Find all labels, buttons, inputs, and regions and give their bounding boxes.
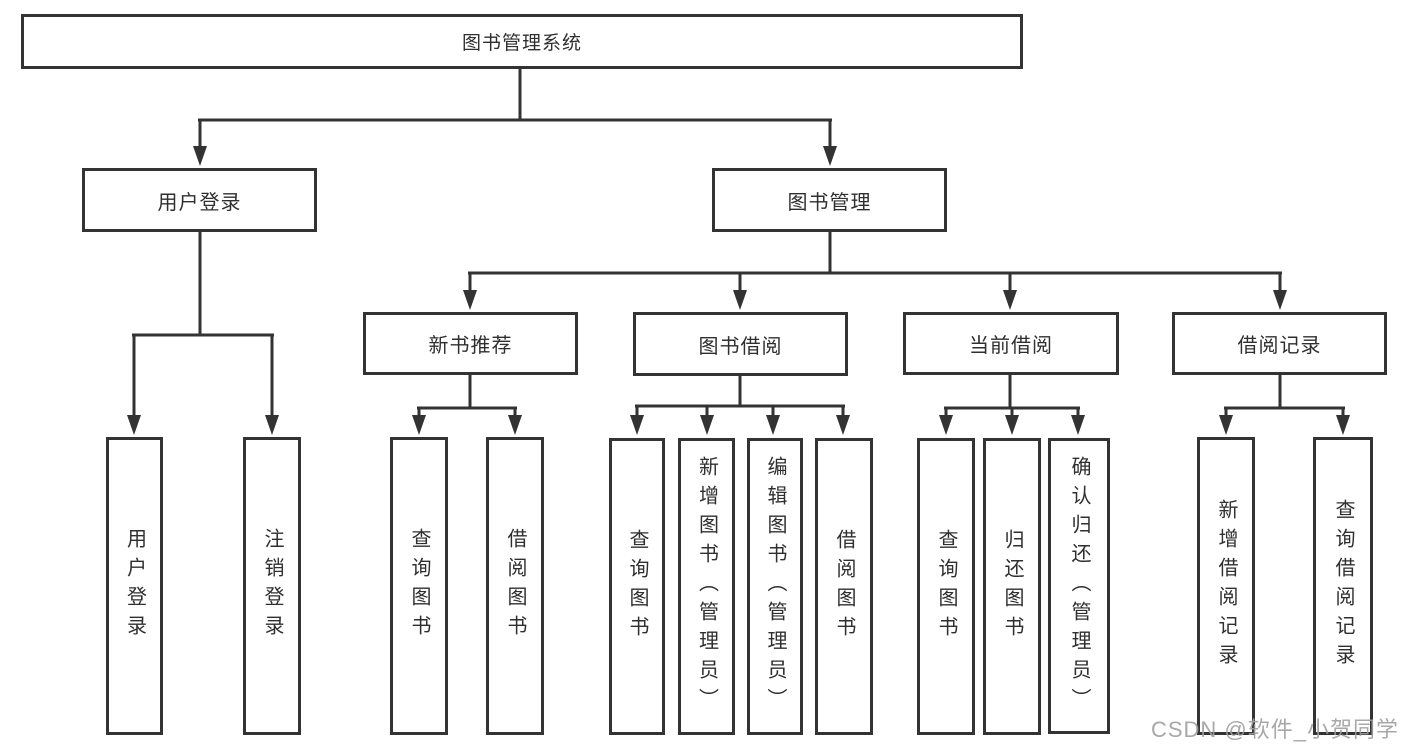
node-new-book-recommend: 新书推荐 bbox=[363, 312, 578, 375]
node-book-management: 图书管理 bbox=[712, 168, 947, 232]
leaf-borrow-books-1: 借阅图书 bbox=[486, 437, 544, 735]
node-user-login: 用户登录 bbox=[82, 168, 317, 232]
leaf-add-borrow-record: 新增借阅记录 bbox=[1197, 437, 1255, 735]
leaf-borrow-books-2: 借阅图书 bbox=[815, 438, 873, 735]
leaf-confirm-return-admin: 确认归还（管理员） bbox=[1048, 438, 1110, 734]
edge-root-to-level2 bbox=[193, 68, 837, 166]
leaf-query-books-2: 查询图书 bbox=[609, 438, 665, 735]
edge-current-borrow-to-leaves bbox=[939, 375, 1085, 435]
node-root: 图书管理系统 bbox=[21, 14, 1023, 69]
node-book-borrowing: 图书借阅 bbox=[633, 312, 848, 376]
edge-user-login-to-leaves bbox=[127, 232, 279, 435]
csdn-watermark: CSDN @软件_小贺同学 bbox=[1150, 717, 1399, 742]
leaf-query-borrow-record: 查询借阅记录 bbox=[1313, 437, 1373, 735]
edge-new-books-to-leaves bbox=[412, 375, 522, 435]
edge-book-borrow-to-leaves bbox=[630, 375, 850, 435]
node-current-borrowing: 当前借阅 bbox=[903, 312, 1119, 375]
node-borrowing-records: 借阅记录 bbox=[1172, 312, 1387, 375]
leaf-return-books: 归还图书 bbox=[983, 438, 1041, 735]
edge-borrow-records-to-leaves bbox=[1219, 375, 1350, 435]
leaf-query-books-1: 查询图书 bbox=[390, 437, 448, 735]
leaf-logout: 注销登录 bbox=[243, 437, 301, 735]
leaf-add-books-admin: 新增图书（管理员） bbox=[678, 438, 735, 735]
leaf-edit-books-admin: 编辑图书（管理员） bbox=[747, 438, 803, 735]
leaf-query-books-3: 查询图书 bbox=[917, 438, 975, 735]
leaf-user-login: 用户登录 bbox=[106, 437, 163, 735]
edge-book-mgmt-to-level3 bbox=[463, 232, 1287, 310]
